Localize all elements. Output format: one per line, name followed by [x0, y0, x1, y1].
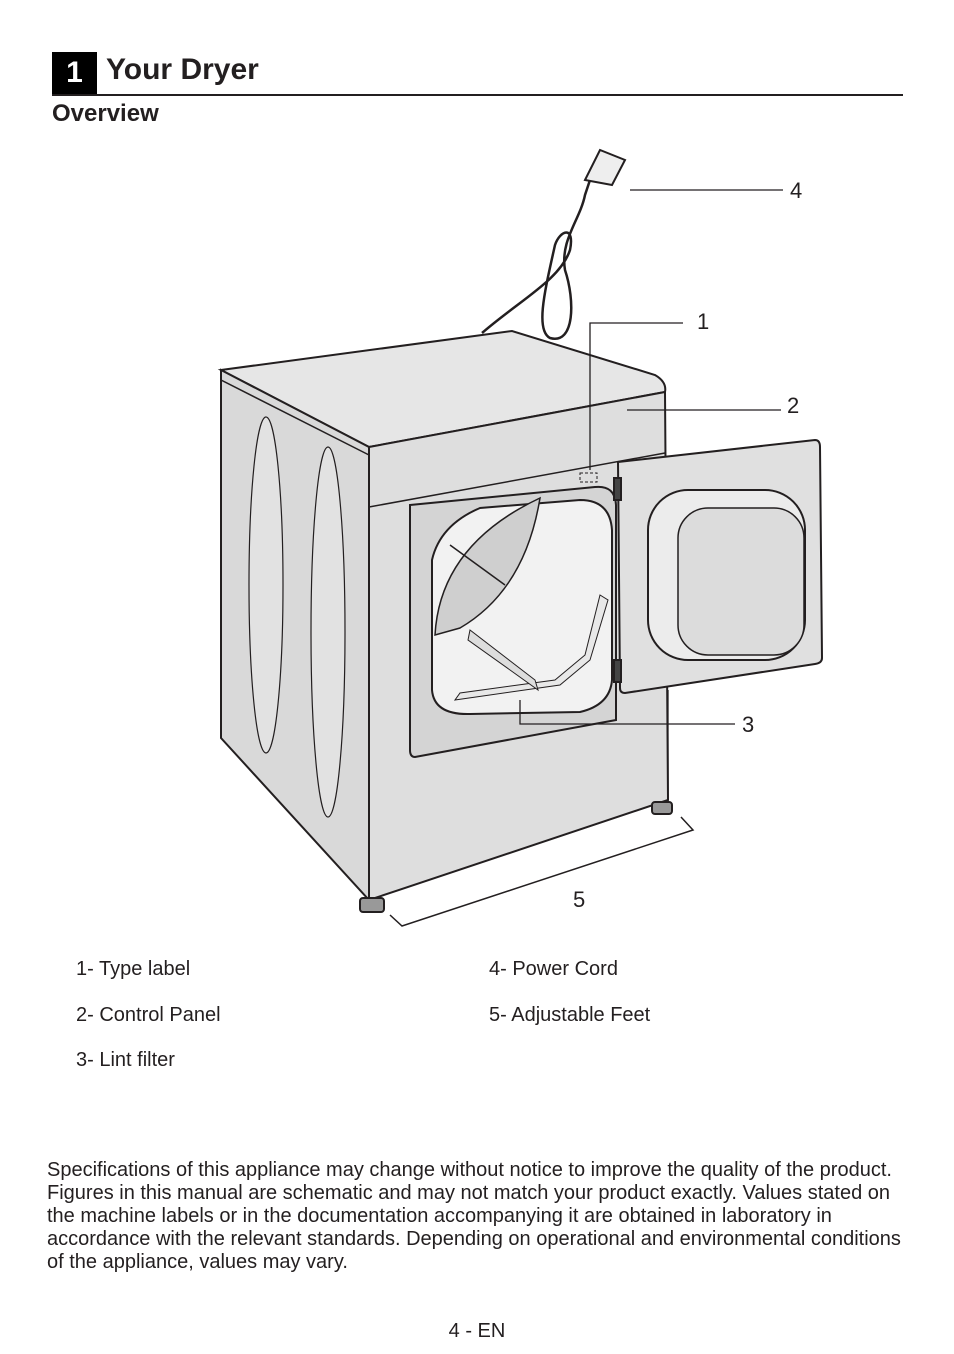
legend-item: 1- Type label — [76, 958, 191, 980]
power-cord — [481, 164, 597, 340]
section-title: Overview — [52, 100, 159, 127]
foot-right — [651, 801, 673, 815]
type-label — [579, 472, 598, 483]
legend-item: 3- Lint filter — [76, 1049, 175, 1071]
callout-4: 4 — [790, 178, 802, 203]
legend-item: 5- Adjustable Feet — [489, 1004, 651, 1026]
callout-2: 2 — [787, 393, 799, 418]
plug-icon — [583, 148, 627, 187]
title-rule — [52, 94, 903, 96]
legend-item: 2- Control Panel — [76, 1004, 221, 1026]
chapter-title: Your Dryer — [106, 53, 259, 86]
disclaimer-paragraph: Specifications of this appliance may cha… — [47, 1159, 901, 1273]
dryer-side — [220, 368, 370, 903]
legend-item: 4- Power Cord — [489, 958, 618, 980]
foot-left — [359, 897, 385, 913]
chapter-number: 1 — [52, 52, 97, 94]
page-number: 4 - EN — [448, 1320, 506, 1342]
dryer-illustration: 1 2 3 4 5 — [217, 148, 824, 927]
callout-5: 5 — [573, 887, 585, 912]
callout-1: 1 — [697, 309, 709, 334]
callout-3: 3 — [742, 712, 754, 737]
